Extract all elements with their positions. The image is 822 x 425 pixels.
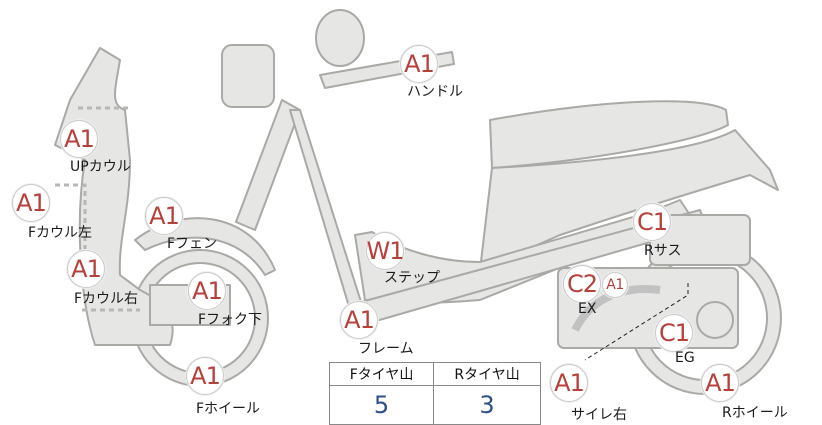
- grade-badge-r-wheel: A1: [701, 364, 739, 402]
- tire-tread-table: Fタイヤ山 Rタイヤ山 5 3: [328, 362, 541, 425]
- label-up-cowl: UPカウル: [70, 159, 131, 175]
- tread-header-row: Fタイヤ山 Rタイヤ山: [328, 362, 541, 386]
- label-frame: フレーム: [358, 341, 414, 357]
- frame-tube: [289, 109, 363, 311]
- grade-badge-f-cowl-right: A1: [67, 250, 105, 288]
- tread-value-row: 5 3: [328, 385, 541, 425]
- label-f-fork-lower: Fフォク下: [198, 312, 263, 328]
- label-step: ステップ: [384, 270, 440, 286]
- grade-badge-side-cover-right: A1: [550, 364, 588, 402]
- label-r-wheel: Rホイール: [722, 405, 788, 421]
- exhaust-pipe: [571, 285, 661, 332]
- grade-badge-handle: A1: [400, 45, 438, 83]
- grade-badge-exhaust: C2: [563, 265, 601, 303]
- label-r-suspension: Rサス: [644, 243, 682, 259]
- label-side-cover-right: サイレ右: [571, 407, 627, 423]
- steering-column: [235, 99, 301, 231]
- grade-badge-f-fender: A1: [145, 197, 183, 235]
- mirror-shape: [315, 9, 365, 67]
- headlight-shape: [221, 44, 275, 108]
- label-f-fender: Fフェン: [167, 236, 218, 252]
- label-f-cowl-right: Fカウル右: [74, 291, 139, 307]
- side-cover-leader: [584, 283, 689, 361]
- label-handle: ハンドル: [407, 84, 463, 100]
- seat-shape: [489, 100, 729, 169]
- grade-badge-r-suspension: C1: [633, 203, 671, 241]
- label-engine: EG: [675, 350, 695, 366]
- grade-badge-frame: A1: [340, 301, 378, 339]
- label-f-cowl-left: Fカウル左: [28, 225, 93, 241]
- tread-value-front: 5: [328, 385, 435, 425]
- grade-badge-exhaust-secondary: A1: [602, 272, 628, 298]
- label-f-wheel: Fホイール: [196, 401, 261, 417]
- grade-badge-step: W1: [366, 232, 405, 270]
- grade-badge-f-cowl-left: A1: [12, 184, 50, 222]
- label-exhaust: EX: [578, 301, 597, 317]
- rear-body-shape: [479, 129, 779, 271]
- grade-badge-f-fork-lower: A1: [188, 272, 226, 310]
- grade-badge-engine: C1: [655, 314, 693, 352]
- tread-value-rear: 3: [433, 385, 541, 425]
- tread-header-rear: Rタイヤ山: [433, 362, 541, 386]
- grade-badge-f-wheel: A1: [186, 357, 224, 395]
- rear-hub: [696, 301, 734, 339]
- grade-badge-up-cowl: A1: [60, 120, 98, 158]
- cowl-dash-mid: [55, 183, 87, 260]
- tread-header-front: Fタイヤ山: [328, 362, 435, 386]
